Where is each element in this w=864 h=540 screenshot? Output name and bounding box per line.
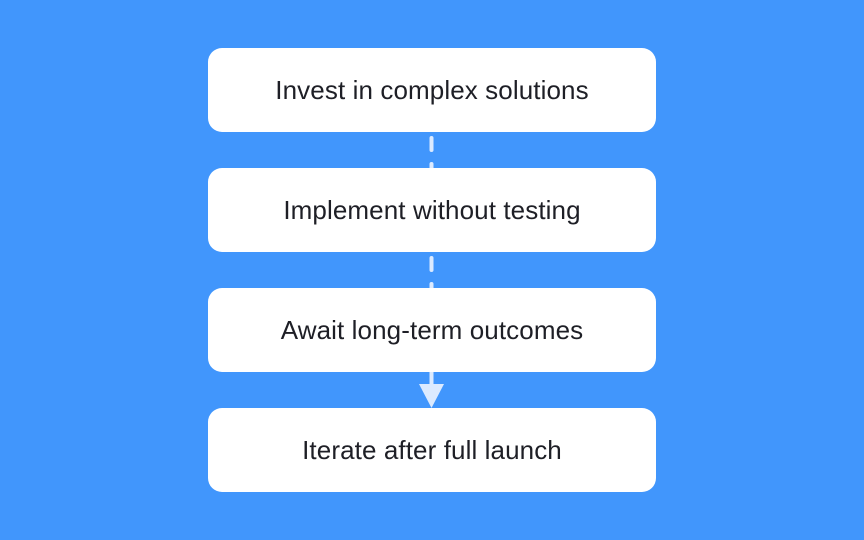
step-box-4: Iterate after full launch	[208, 408, 656, 492]
step-box-1: Invest in complex solutions	[208, 48, 656, 132]
arrow-connector	[419, 372, 444, 408]
step-label: Await long-term outcomes	[280, 314, 584, 345]
step-label: Implement without testing	[283, 194, 581, 225]
step-box-3: Await long-term outcomes	[208, 288, 656, 372]
arrow-down-icon	[419, 384, 444, 408]
step-box-2: Implement without testing	[208, 168, 656, 252]
step-label: Invest in complex solutions	[275, 74, 589, 105]
step-label: Iterate after full launch	[302, 434, 562, 465]
